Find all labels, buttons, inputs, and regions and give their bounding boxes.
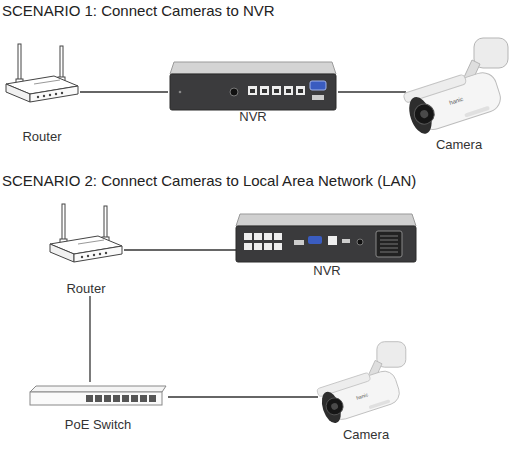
device-node: NVR [168, 58, 338, 124]
device-label: Camera [436, 137, 482, 152]
illustration-part [30, 386, 166, 392]
illustration-part [272, 86, 281, 95]
router-icon [50, 204, 122, 262]
illustration-part [254, 233, 262, 240]
illustration-part [244, 233, 252, 240]
device-node: Camera [406, 36, 512, 152]
illustration-part [170, 74, 336, 110]
camera-icon [316, 342, 405, 426]
illustration-part [86, 395, 93, 402]
illustration-part [264, 233, 272, 240]
device-node: Router [4, 40, 80, 144]
illustration-part [236, 214, 416, 226]
device-node: PoE Switch [28, 382, 168, 432]
illustration-part [122, 395, 129, 402]
network-cable [168, 396, 318, 397]
router-icon [6, 44, 78, 102]
illustration-part [376, 231, 402, 257]
illustration-part [149, 395, 156, 402]
illustration-part [262, 89, 267, 93]
illustration-part [236, 226, 416, 262]
device-node: Router [48, 200, 124, 296]
illustration-part [274, 233, 282, 240]
device-node: NVR [236, 210, 418, 278]
nvr-icon [170, 62, 336, 110]
illustration-part [30, 392, 162, 405]
scenario-heading: SCENARIO 2: Connect Cameras to Local Are… [2, 172, 416, 189]
illustration-part [113, 395, 120, 402]
illustration-part [380, 248, 398, 249]
network-cable [89, 296, 90, 382]
illustration-part [230, 88, 238, 96]
camera-icon [403, 38, 508, 136]
illustration-part [131, 395, 138, 402]
device-label: Router [22, 129, 61, 144]
illustration-part [179, 91, 182, 94]
device-label: PoE Switch [65, 417, 131, 432]
illustration-part [286, 89, 291, 93]
illustration-part [312, 95, 324, 100]
illustration-part [260, 86, 269, 95]
network-cable [80, 91, 168, 92]
illustration-part [244, 243, 252, 250]
illustration-part [380, 236, 398, 237]
illustration-part [250, 89, 255, 93]
illustration-part [298, 89, 303, 93]
illustration-part [342, 239, 350, 243]
illustration-part [380, 252, 398, 253]
illustration-part [328, 236, 337, 245]
illustration-part [95, 395, 102, 402]
illustration-part [294, 240, 304, 245]
illustration-part [104, 395, 111, 402]
device-node: Camera [318, 340, 414, 442]
illustration-part [264, 243, 272, 250]
illustration-part [254, 243, 262, 250]
illustration-part [274, 243, 282, 250]
device-label: Camera [343, 427, 389, 442]
device-label: Router [66, 281, 105, 296]
illustration-part [380, 244, 398, 245]
illustration-part [296, 86, 305, 95]
illustration-part [248, 86, 257, 95]
network-cable [124, 249, 236, 250]
scenario-heading: SCENARIO 1: Connect Cameras to NVR [2, 2, 275, 19]
illustration-part [284, 86, 293, 95]
illustration-part [357, 239, 363, 245]
illustration-part [310, 81, 326, 90]
illustration-part [380, 240, 398, 241]
illustration-part [274, 89, 279, 93]
illustration-part [308, 236, 322, 244]
network-cable [338, 91, 406, 92]
illustration-part [170, 62, 336, 74]
nvr-icon [236, 214, 416, 262]
device-label: NVR [313, 263, 340, 278]
illustration-part [140, 395, 147, 402]
device-label: NVR [239, 109, 266, 124]
poe-switch-icon [30, 386, 166, 405]
